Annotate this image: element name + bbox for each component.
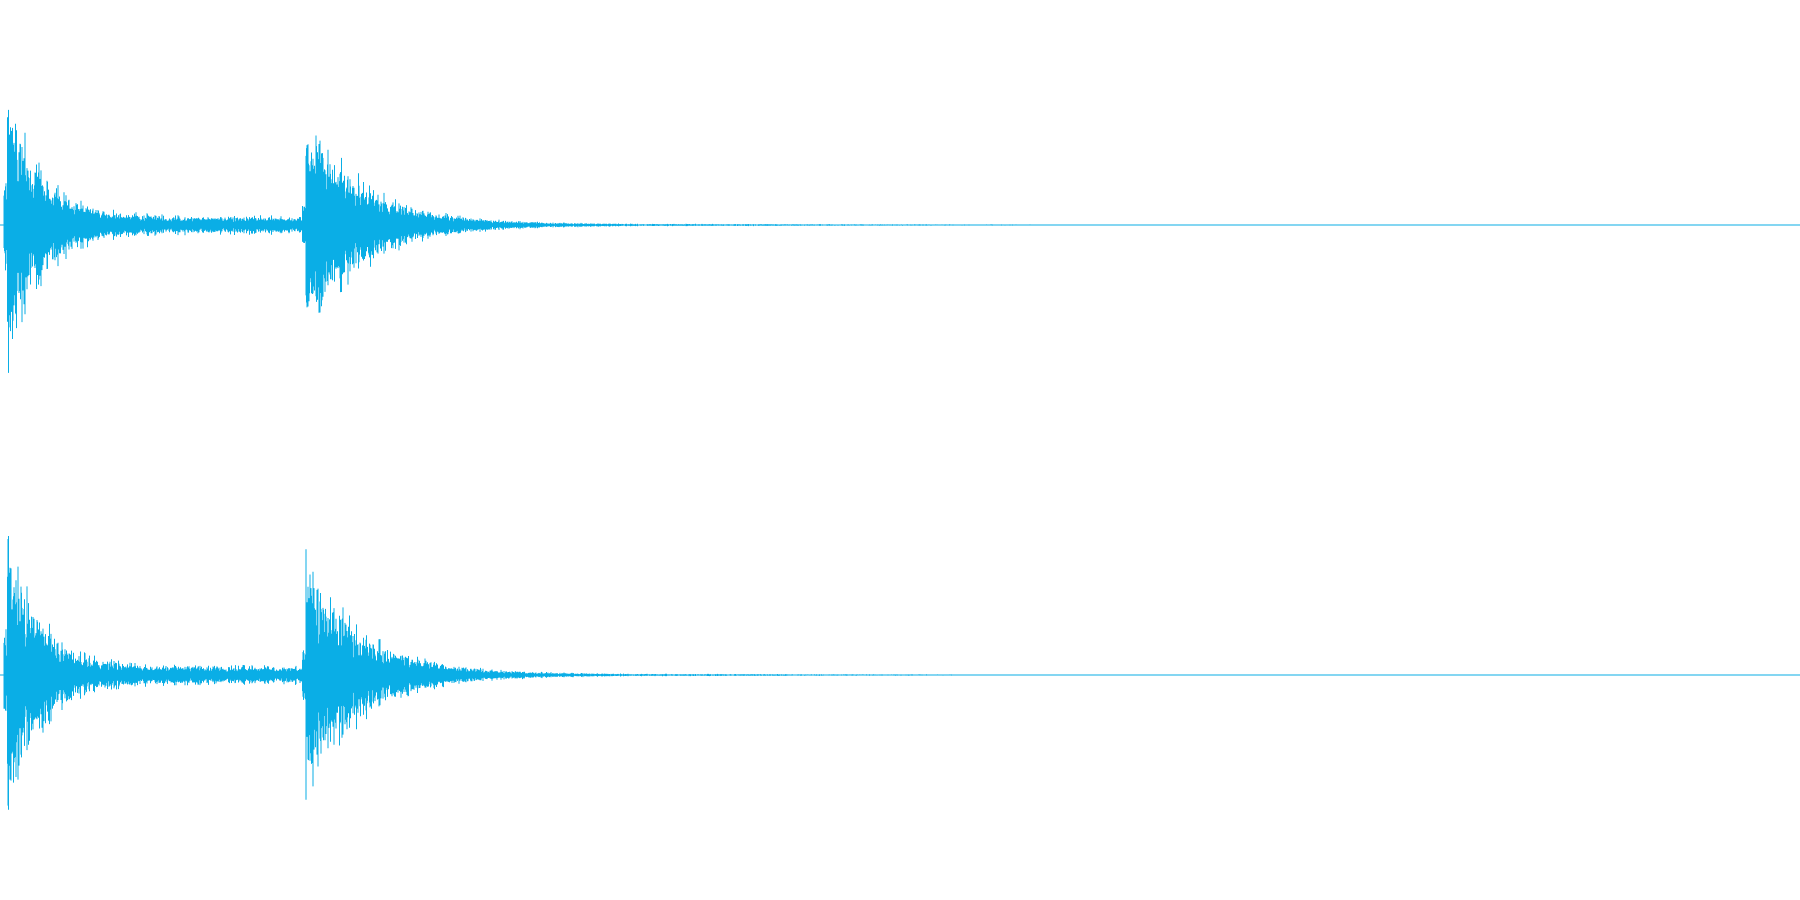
waveform-signal [3, 109, 1099, 373]
channel-left [0, 109, 1800, 373]
waveform-channel-left [0, 109, 1800, 373]
waveform-signal [3, 536, 1047, 810]
waveform-channel-right [0, 536, 1800, 810]
channel-right [0, 450, 1800, 900]
